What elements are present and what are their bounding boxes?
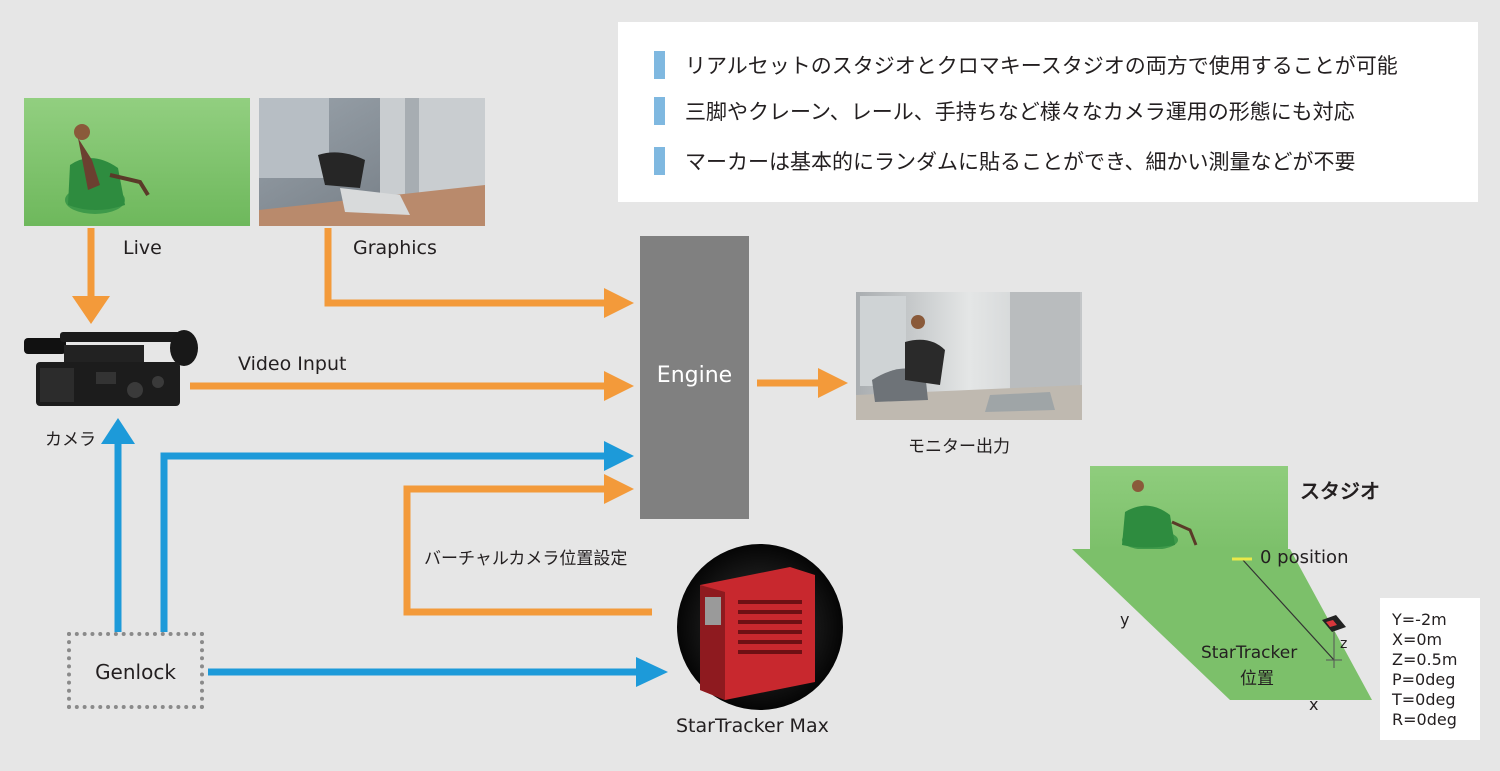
genlock-label: Genlock (95, 660, 176, 684)
startracker-max-label: StarTracker Max (676, 715, 829, 737)
zero-position-label: 0 position (1260, 547, 1349, 568)
coord-r: R=0deg (1392, 710, 1457, 729)
live-image (24, 98, 250, 226)
genlock-box: Genlock (67, 632, 204, 709)
feature-bullet (654, 97, 665, 125)
studio-title: スタジオ (1300, 479, 1380, 503)
feature-item: 三脚やクレーン、レール、手持ちなど様々なカメラ運用の形態にも対応 (654, 96, 1355, 126)
virtual-camera-setting-label: バーチャルカメラ位置設定 (424, 549, 628, 569)
startracker-device-icon (677, 544, 843, 710)
feature-bullet (654, 51, 665, 79)
video-input-label: Video Input (238, 353, 347, 375)
features-box: リアルセットのスタジオとクロマキースタジオの両方で使用することが可能 三脚やクレ… (618, 22, 1478, 202)
coord-z: Z=0.5m (1392, 650, 1458, 669)
arrow-engine-to-monitor (757, 368, 848, 398)
camera-label: カメラ (45, 430, 96, 450)
arrow-video-input (190, 371, 634, 401)
arrow-graphics-to-engine (324, 228, 634, 318)
graphics-label: Graphics (353, 237, 437, 259)
axis-x-label: x (1309, 695, 1319, 714)
graphics-image (259, 98, 485, 226)
arrow-genlock-to-camera (101, 418, 135, 632)
coord-p: P=0deg (1392, 670, 1456, 689)
coord-y: Y=-2m (1392, 610, 1447, 629)
axis-y-label: y (1120, 610, 1130, 629)
feature-text: 三脚やクレーン、レール、手持ちなど様々なカメラ運用の形態にも対応 (685, 100, 1355, 124)
axis-z-label: z (1340, 636, 1348, 652)
feature-item: リアルセットのスタジオとクロマキースタジオの両方で使用することが可能 (654, 50, 1398, 80)
arrow-tracker-to-engine (403, 474, 652, 616)
tracker-position-label-line2: 位置 (1240, 669, 1274, 689)
engine-box: Engine (640, 236, 749, 519)
coord-x: X=0m (1392, 630, 1443, 649)
engine-label: Engine (656, 363, 733, 388)
feature-text: マーカーは基本的にランダムに貼ることができ、細かい測量などが不要 (685, 150, 1356, 174)
feature-bullet (654, 147, 665, 175)
tracker-position-label-line1: StarTracker (1201, 643, 1298, 663)
coord-t: T=0deg (1392, 690, 1456, 709)
arrow-live-to-camera (72, 228, 110, 324)
studio-diagram (1072, 466, 1372, 700)
live-label: Live (123, 237, 162, 259)
monitor-output-image (856, 292, 1082, 420)
coordinates-box: Y=-2m X=0m Z=0.5m P=0deg T=0deg R=0deg (1380, 598, 1480, 740)
tracker-vents (738, 600, 802, 654)
arrow-genlock-to-engine (160, 441, 634, 632)
monitor-output-label: モニター出力 (908, 437, 1010, 457)
arrow-genlock-to-tracker (208, 657, 668, 687)
video-camera-icon (24, 330, 198, 406)
feature-item: マーカーは基本的にランダムに貼ることができ、細かい測量などが不要 (654, 146, 1356, 176)
feature-text: リアルセットのスタジオとクロマキースタジオの両方で使用することが可能 (685, 54, 1398, 78)
studio-tracker-icon (1322, 615, 1346, 632)
